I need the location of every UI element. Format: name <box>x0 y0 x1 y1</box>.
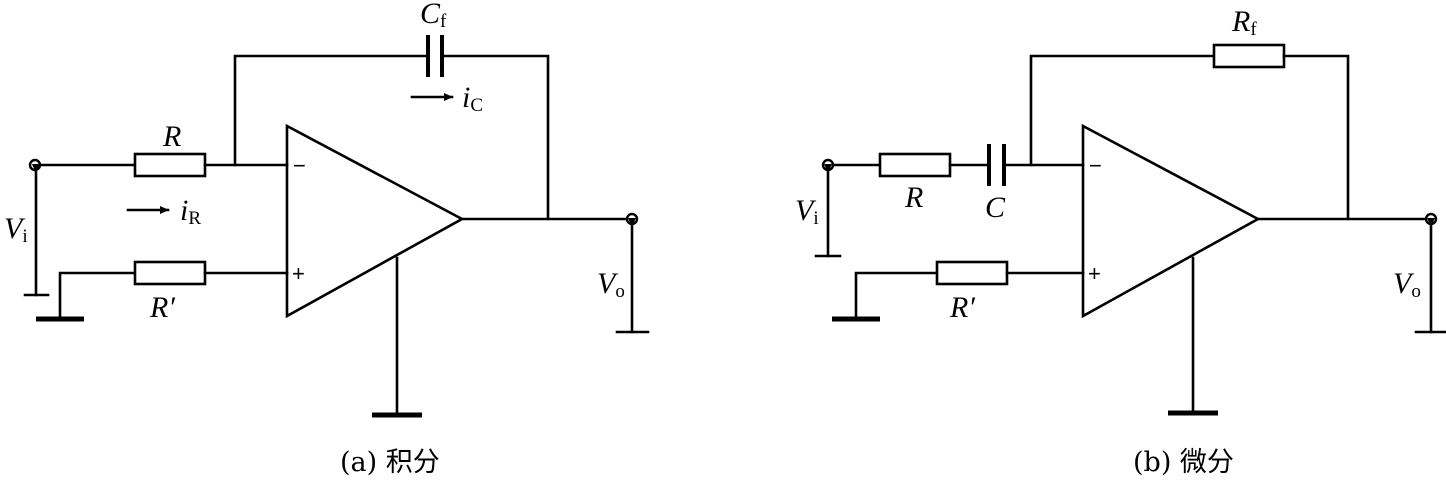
label-r-prime: R′ <box>149 291 175 324</box>
label-r: R <box>162 120 181 153</box>
inverting-sign: − <box>1089 153 1102 178</box>
resistor-r <box>878 152 952 178</box>
label-vout: Vo <box>1393 267 1421 302</box>
differentiator-circuit: − + R C R′ Rf Vi Vo (b) 微分 <box>795 5 1446 478</box>
label-c: C <box>985 191 1006 224</box>
resistor-rf <box>1212 43 1286 69</box>
label-r: R <box>904 181 923 214</box>
label-r-prime: R′ <box>949 291 975 324</box>
caption-b: (b) 微分 <box>1133 447 1234 478</box>
output-terminal <box>1424 212 1438 226</box>
wire-ground-to-r-prime <box>854 271 939 321</box>
feedback-wire-left <box>233 54 430 167</box>
resistor-r-prime <box>935 260 1009 286</box>
capacitor-cf <box>426 35 444 77</box>
label-cf: Cf <box>420 0 447 32</box>
caption-a: (a) 积分 <box>340 447 440 478</box>
input-terminal <box>28 158 42 172</box>
wire-ground-to-r-prime <box>58 271 137 321</box>
feedback-wire-right <box>1282 54 1350 221</box>
noninverting-sign: + <box>292 261 305 286</box>
op-amp-triangle <box>285 123 465 319</box>
label-rf: Rf <box>1231 5 1257 40</box>
noninverting-sign: + <box>1088 261 1101 286</box>
label-ic: iC <box>462 81 483 116</box>
input-terminal <box>821 158 835 172</box>
label-vin: Vi <box>4 212 28 247</box>
op-amp-triangle <box>1081 123 1261 319</box>
label-vin: Vi <box>795 194 819 229</box>
feedback-wire-right <box>440 54 550 221</box>
integrator-circuit: − + R R′ Cf iC iR Vi Vo (a) 积分 <box>4 0 650 478</box>
output-terminal <box>625 212 639 226</box>
inverting-sign: − <box>293 153 306 178</box>
label-vout: Vo <box>597 267 625 302</box>
resistor-r-prime <box>133 260 207 286</box>
label-ir: iR <box>180 194 201 229</box>
feedback-wire-left <box>1029 54 1216 167</box>
resistor-r <box>133 152 207 178</box>
capacitor-c <box>987 144 1006 186</box>
